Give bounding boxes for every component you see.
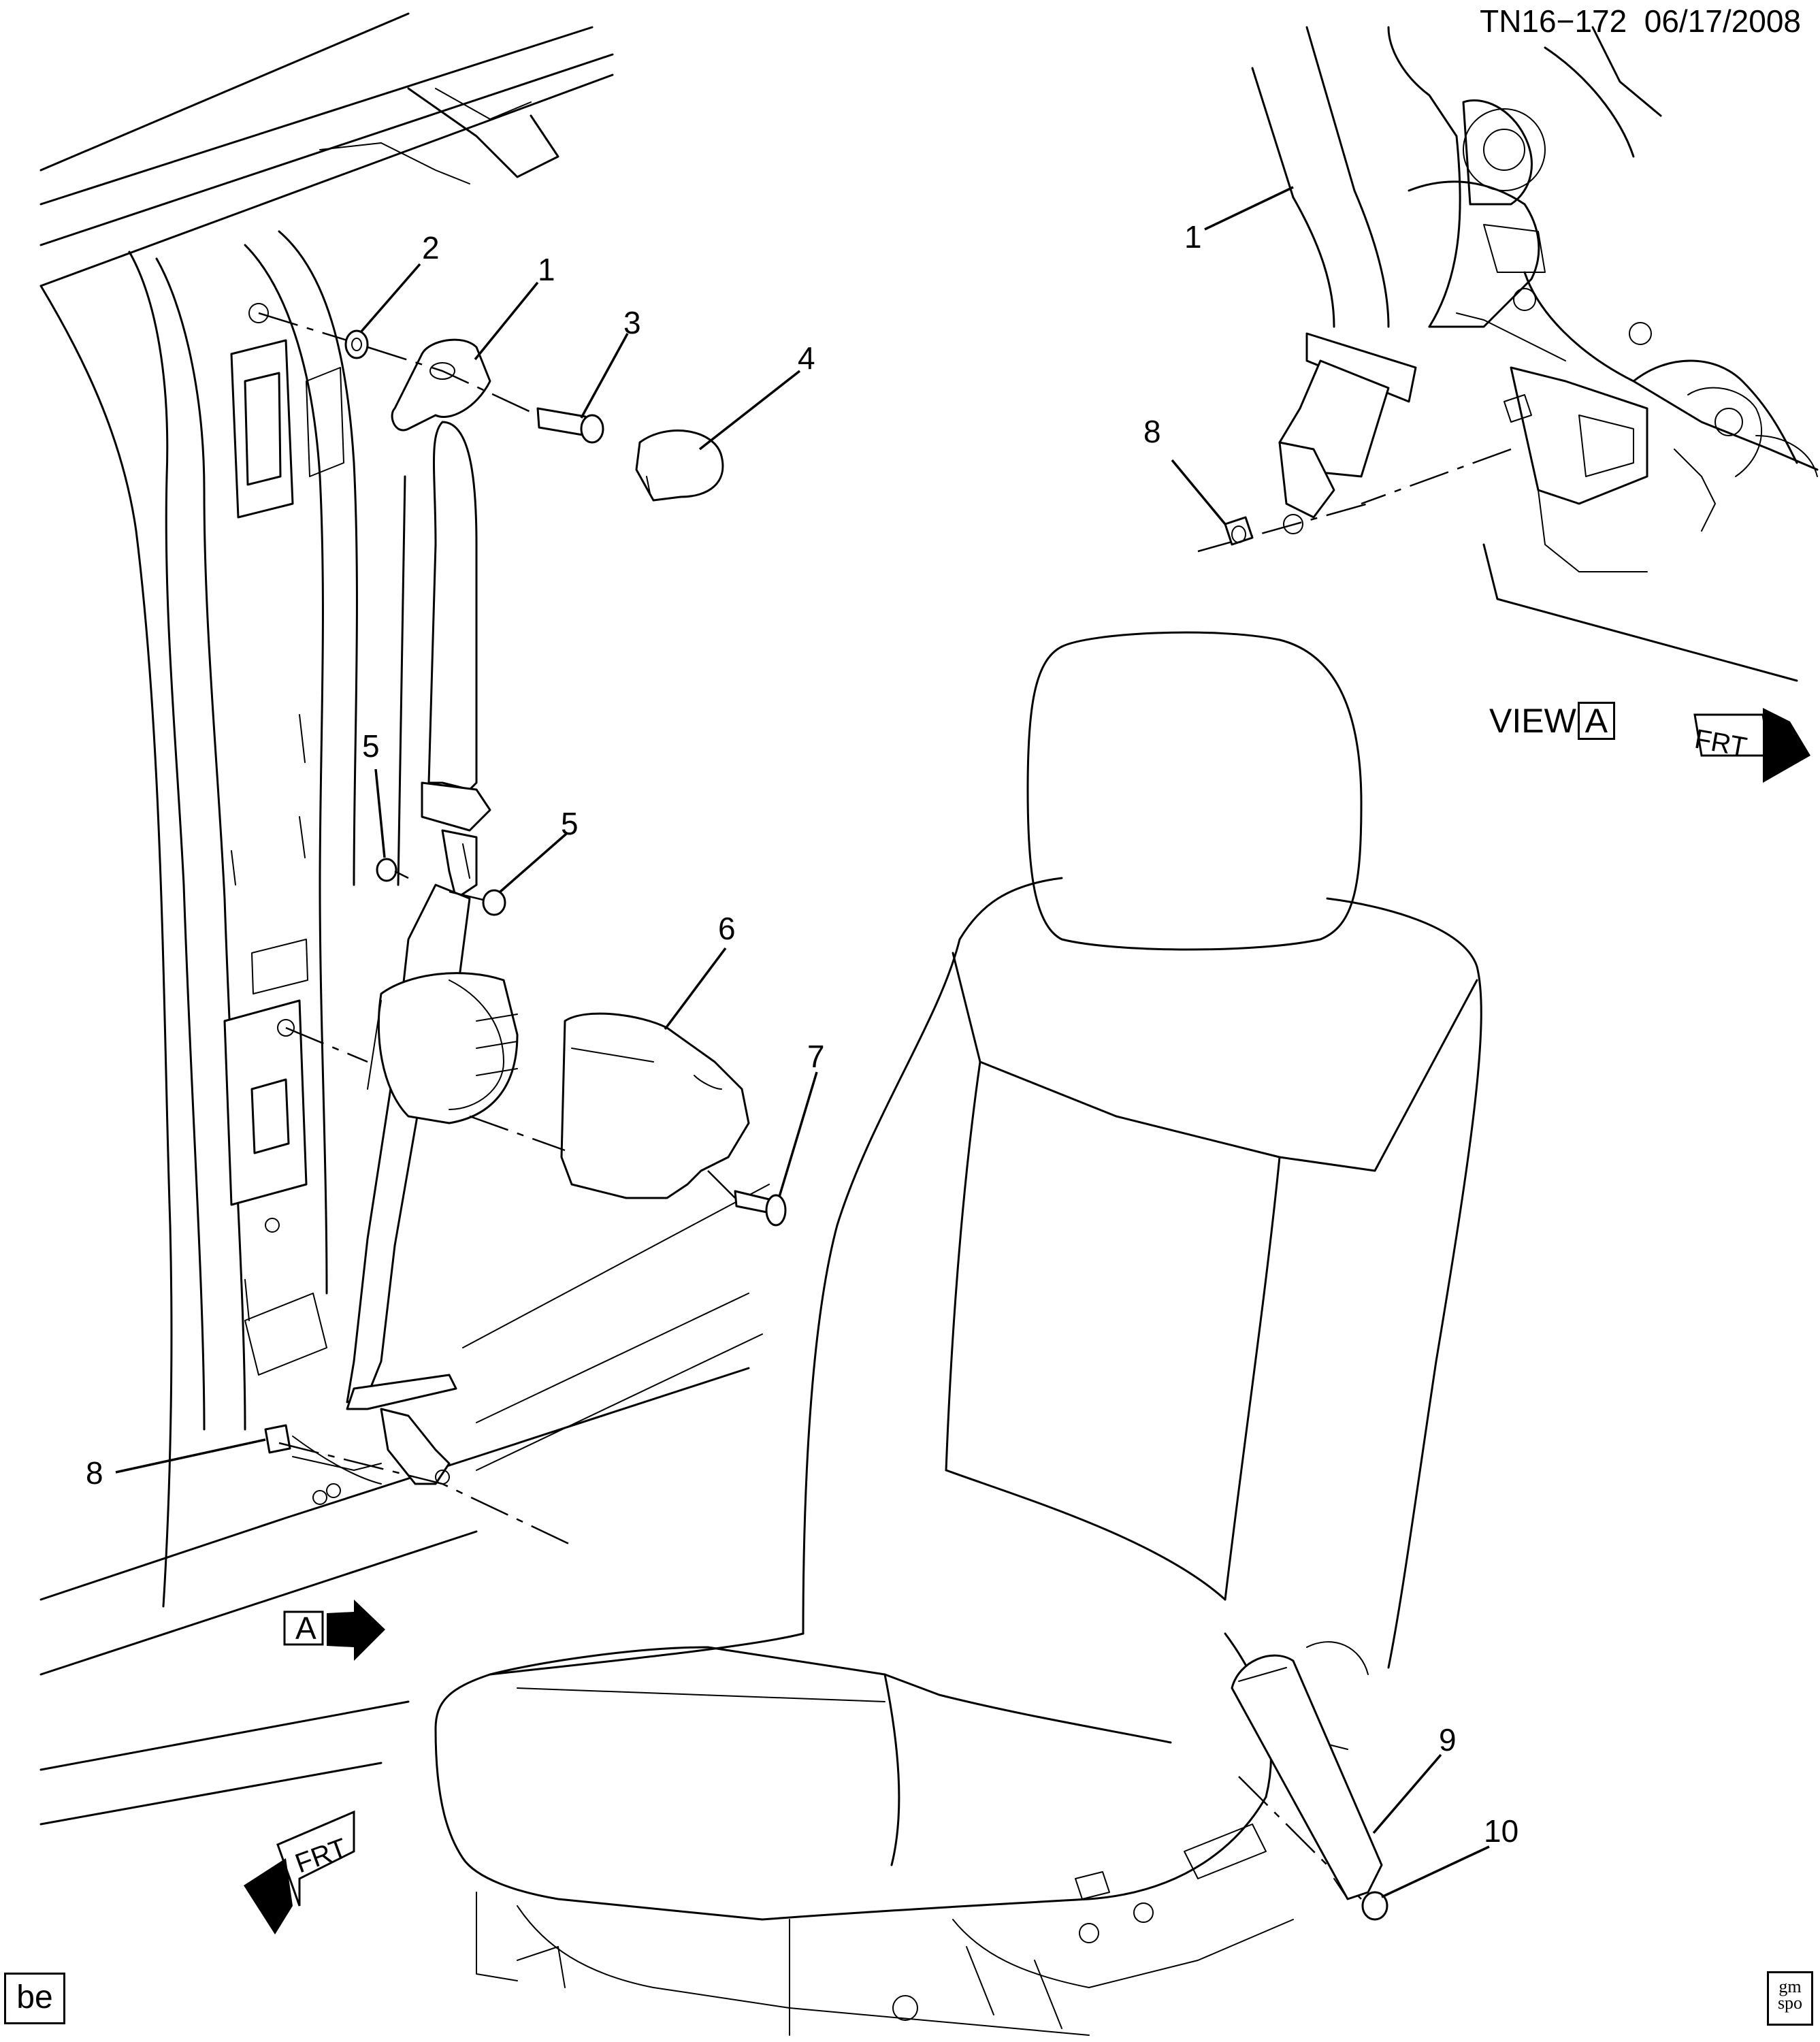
- callout-5b: 5: [561, 806, 579, 841]
- assembly-lines: [258, 312, 1512, 1900]
- callout-10: 10: [1484, 1813, 1518, 1849]
- callout-1: 1: [538, 252, 555, 287]
- callout-7: 7: [807, 1039, 825, 1074]
- callout-8b: 8: [1143, 414, 1161, 449]
- illustration-code: be: [4, 1973, 65, 2024]
- callout-1-view-a: 1: [1184, 219, 1202, 255]
- spacer-5a: [376, 858, 397, 882]
- view-a-inset: [1224, 26, 1819, 682]
- drawing-date: 06/17/2008: [1644, 3, 1801, 39]
- bolt-3: [536, 407, 588, 437]
- callout-2: 2: [422, 230, 440, 265]
- retractor-cover-6: [560, 1012, 750, 1199]
- callout-8a: 8: [86, 1455, 103, 1491]
- callout-labels: 1 2 3 4 5 5 6 7 8 8 9 10 1: [86, 219, 1518, 1849]
- drawing-header: TN16−172 06/17/2008: [1480, 3, 1801, 39]
- front-arrow-view-a-icon: FRT: [1692, 708, 1810, 783]
- buckle-9: [1231, 1641, 1383, 1900]
- hardware-parts: [264, 329, 1388, 1921]
- gm-spo-logo: gm spo: [1767, 1971, 1813, 2026]
- callout-4: 4: [798, 340, 815, 376]
- seat-belt-assembly: [346, 338, 519, 1485]
- front-arrow-icon: FRT: [244, 1810, 355, 1934]
- nut-10: [1361, 1891, 1388, 1921]
- logo-spo: spo: [1777, 1993, 1803, 2013]
- b-pillar-body: [39, 12, 770, 1826]
- washer-2: [344, 329, 369, 359]
- view-label-text: VIEW: [1489, 702, 1576, 740]
- callout-9: 9: [1439, 1722, 1457, 1757]
- view-a-arrow-icon: A: [283, 1600, 385, 1661]
- callout-6: 6: [718, 911, 736, 946]
- drawing-id: TN16−172: [1480, 3, 1627, 39]
- spacer-5b: [482, 889, 506, 916]
- view-label-letter: A: [1577, 702, 1616, 740]
- callout-3: 3: [623, 305, 641, 340]
- screw-7: [734, 1190, 772, 1214]
- callout-5a: 5: [362, 728, 380, 764]
- seat: [434, 631, 1482, 2036]
- leader-lines: [115, 186, 1490, 1898]
- view-a-marker-letter: A: [295, 1610, 316, 1646]
- logo-gm: gm: [1778, 1977, 1802, 1996]
- nut-8: [264, 1424, 291, 1454]
